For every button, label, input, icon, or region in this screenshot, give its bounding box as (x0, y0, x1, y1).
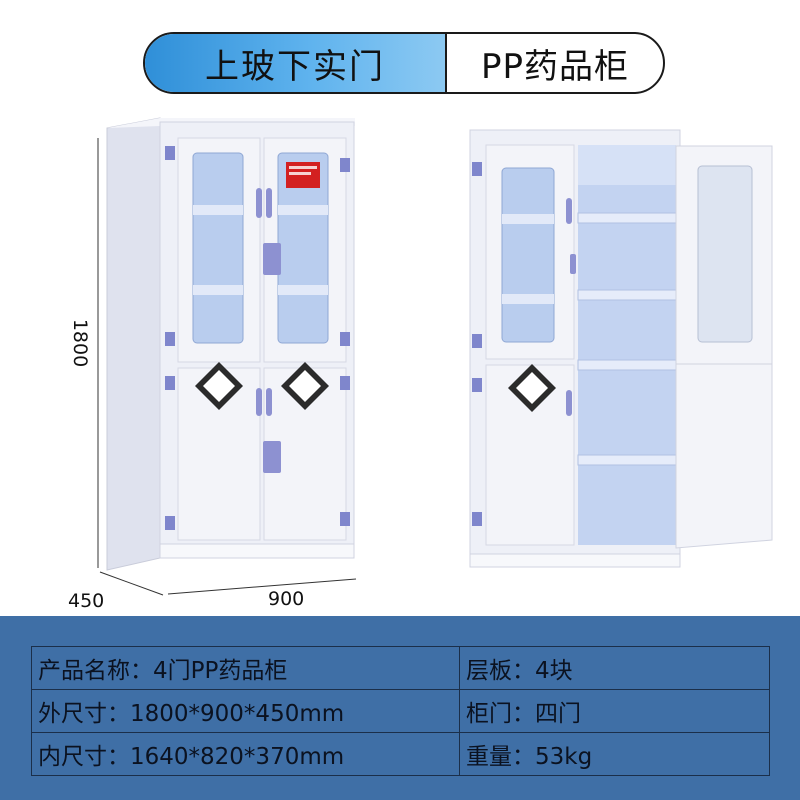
height-dimension-label: 1800 (69, 318, 92, 368)
spec-shelves: 层板：4块 (459, 646, 770, 690)
spec-product-name: 产品名称：4门PP药品柜 (31, 646, 460, 690)
spec-inner-size: 内尺寸：1640*820*370mm (31, 732, 460, 776)
depth-dimension-label: 450 (68, 590, 105, 612)
spec-outer-size: 外尺寸：1800*900*450mm (31, 689, 460, 733)
door-type-label: 上玻下实门 (205, 46, 385, 87)
door-type-label-box: 上玻下实门 (145, 34, 447, 92)
table-row: 内尺寸：1640*820*370mm 重量：53kg (31, 732, 770, 776)
spec-weight: 重量：53kg (459, 732, 770, 776)
product-type-label-box: PP药品柜 (447, 34, 663, 92)
title-pill: 上玻下实门 PP药品柜 (143, 32, 665, 94)
spec-table: 产品名称：4门PP药品柜 层板：4块 外尺寸：1800*900*450mm 柜门… (31, 646, 770, 776)
cabinet-open (469, 129, 773, 568)
table-row: 外尺寸：1800*900*450mm 柜门：四门 (31, 689, 770, 733)
product-type-label: PP药品柜 (480, 46, 629, 87)
cabinet-illustration (97, 117, 773, 596)
cabinet-closed (106, 117, 355, 571)
dimension-lines (97, 138, 357, 596)
spec-doors: 柜门：四门 (459, 689, 770, 733)
width-dimension-label: 900 (268, 588, 305, 610)
table-row: 产品名称：4门PP药品柜 层板：4块 (31, 646, 770, 690)
